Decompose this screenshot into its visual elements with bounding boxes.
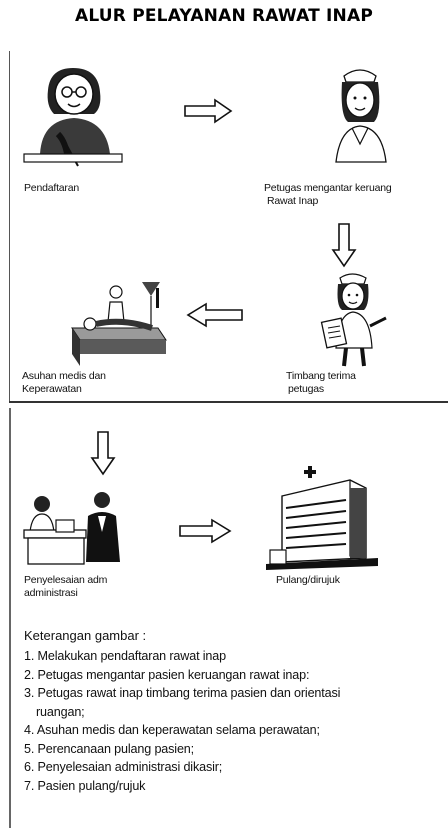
legend-list: 1. Melakukan pendaftaran rawat inap 2. P… [24, 647, 340, 795]
legend-item: 4. Asuhan medis dan keperawatan selama p… [24, 723, 320, 737]
hospital-building-icon [262, 466, 382, 570]
step-label-pulang: Pulang/dirujuk [276, 574, 340, 586]
step-label-timbang: Timbang terima petugas [286, 370, 356, 395]
legend-item: 2. Petugas mengantar pasien keruangan ra… [24, 667, 310, 682]
legend-item: 3. Petugas rawat inap timbang terima pas… [24, 686, 341, 700]
legend-item: 6. Penyelesaian administrasi dikasir; [24, 760, 223, 774]
nurse-icon [306, 62, 416, 172]
arrow-down-icon [90, 430, 116, 476]
legend-item: 5. Perencanaan pulang pasien; [24, 741, 195, 756]
step-label-asuhan: Asuhan medis dan Keperawatan [22, 370, 106, 395]
legend-item: 7. Pasien pulang/rujuk [24, 778, 146, 793]
legend-heading: Keterangan gambar : [24, 628, 147, 643]
arrow-down-icon [331, 222, 357, 268]
admin-desk-icon [20, 486, 132, 570]
arrow-right-icon [178, 518, 232, 544]
arrow-left-icon [186, 302, 244, 328]
bottom-panel-border [9, 408, 11, 828]
legend-item: 1. Melakukan pendaftaran rawat inap [24, 649, 226, 663]
panel-divider [9, 401, 448, 403]
patient-bed-icon [62, 276, 180, 372]
step-label-penyelesaian: Penyelesaian adm administrasi [24, 574, 108, 599]
step-label-pendaftaran: Pendaftaran [24, 182, 80, 194]
woman-writing-icon [18, 62, 128, 172]
page-title: ALUR PELAYANAN RAWAT INAP [75, 6, 373, 26]
arrow-right-icon [183, 98, 233, 124]
nurse-clipboard-icon [306, 270, 406, 370]
legend-item: ruangan; [36, 704, 85, 719]
step-label-mengantar: Petugas mengantar keruang Rawat Inap [264, 182, 392, 207]
